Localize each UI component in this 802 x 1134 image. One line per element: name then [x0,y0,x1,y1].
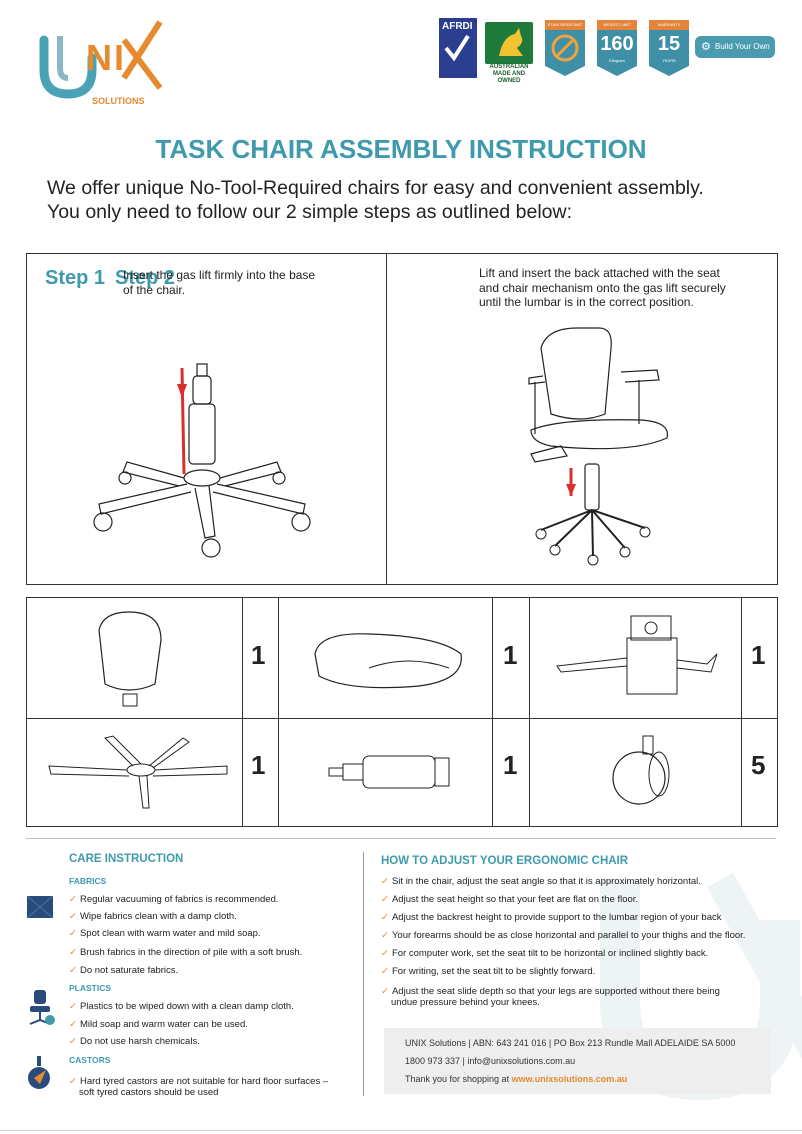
mechanism-qty: 1 [751,640,766,670]
step-2-illustration [528,327,669,566]
ergonomic-item: ✓Adjust the backrest height to provide s… [381,912,722,923]
castors-heading: CASTORS [69,1055,111,1065]
fabric-care-item: ✓Do not saturate fabrics. [69,965,179,976]
fabric-care-item: ✓Brush fabrics in the direction of pile … [69,947,303,958]
no-stain-icon [551,34,579,62]
stain-resistant-badge: STAIN RESISTANT [545,20,585,76]
castor-icon [612,735,670,805]
fabric-care-item: ✓Wipe fabrics clean with a damp cloth. [69,911,237,922]
chair-icon [29,990,55,1025]
ergonomic-item: ✓Your forearms should be as close horizo… [381,930,746,941]
step-2-text: Lift and insert the back attached with t… [479,266,726,309]
seat-icon [314,633,462,689]
certification-badges: AFRDI AUSTRALIAN MADE AND OWNED STAIN RE… [439,18,779,84]
arrow-head-icon [177,384,187,398]
unix-solutions-logo: N I SOLUTIONS [36,18,166,112]
plastic-care-item: ✓Mild soap and warm water can be used. [69,1019,248,1030]
parts-list: 1 1 1 1 1 5 [26,597,778,827]
castor-wheel-icon [28,1056,50,1089]
contact-thanks: Thank you for shopping at www.unixsoluti… [405,1074,628,1084]
contact-box: UNIX Solutions | ABN: 643 241 016 | PO B… [384,1028,771,1094]
weight-limit-badge: WEIGHT LIMIT 160 Kilogram [597,20,637,76]
base-icon [48,735,228,809]
intro-text: We offer unique No-Tool-Required chairs … [47,177,704,223]
section-divider [26,838,776,839]
plastic-care-item: ✓Plastics to be wiped down with a clean … [69,1001,294,1012]
ergonomic-item: ✓Adjust the seat height so that your fee… [381,894,639,905]
fabric-care-item: ✓Regular vacuuming of fabrics is recomme… [69,894,279,905]
castor-care-item: ✓Hard tyred castors are not suitable for… [69,1076,329,1098]
ergonomic-item: ✓For writing, set the seat tilt to be sl… [381,966,596,977]
page-title: TASK CHAIR ASSEMBLY INSTRUCTION [155,134,647,164]
castor-qty: 5 [751,750,766,780]
ergonomic-item: ✓Adjust the seat slide depth so that you… [381,986,720,1008]
column-divider [363,852,364,1096]
step-divider [386,254,387,584]
fabrics-heading: FABRICS [69,876,107,886]
contact-phone-email: 1800 973 337 | info@unixsolutions.com.au [405,1056,576,1066]
seat-qty: 1 [503,640,518,670]
step-1-label: Step 1 [45,267,106,289]
australian-made-badge: AUSTRALIAN MADE AND OWNED [485,22,533,84]
logo-subtitle: SOLUTIONS [92,96,145,106]
svg-text:I: I [114,37,124,78]
svg-text:N: N [86,37,112,78]
ergonomic-item: ✓Sit in the chair, adjust the seat angle… [381,876,701,887]
backrest-icon [98,611,162,707]
step-1-text: Insert the gas lift firmly into the base… [123,268,316,297]
plastic-care-item: ✓Do not use harsh chemicals. [69,1036,200,1047]
contact-address: UNIX Solutions | ABN: 643 241 016 | PO B… [405,1038,736,1048]
website-link[interactable]: www.unixsolutions.com.au [511,1074,628,1084]
ergonomic-heading: HOW TO ADJUST YOUR ERGONOMIC CHAIR [381,855,629,867]
care-instruction-heading: CARE INSTRUCTION [69,853,184,865]
fabric-care-item: ✓Spot clean with warm water and mild soa… [69,928,261,939]
footer-line [0,1130,802,1131]
backrest-qty: 1 [251,640,266,670]
warranty-badge: WARRANTY 15 YEARS [649,20,689,76]
kangaroo-icon [499,28,523,56]
build-your-own-badge: ⚙ Build Your Own [695,36,775,58]
base-qty: 1 [251,750,266,780]
gear-icon: ⚙ [701,41,711,53]
plastics-heading: PLASTICS [69,983,112,993]
ergonomic-item: ✓For computer work, set the seat tilt to… [381,948,709,959]
gas-lift-icon [328,755,450,789]
step-1-illustration [93,363,311,558]
assembly-steps: Step 1 Step 2 Insert the gas lift firmly… [26,253,778,585]
fabric-swatch-icon [26,895,54,919]
mechanism-icon [556,615,718,695]
check-icon [444,34,470,62]
down-arrow-icon [180,367,186,475]
gas-lift-qty: 1 [503,750,518,780]
afrdi-badge: AFRDI [439,18,477,78]
step-2-label: Step 2 [115,267,176,289]
